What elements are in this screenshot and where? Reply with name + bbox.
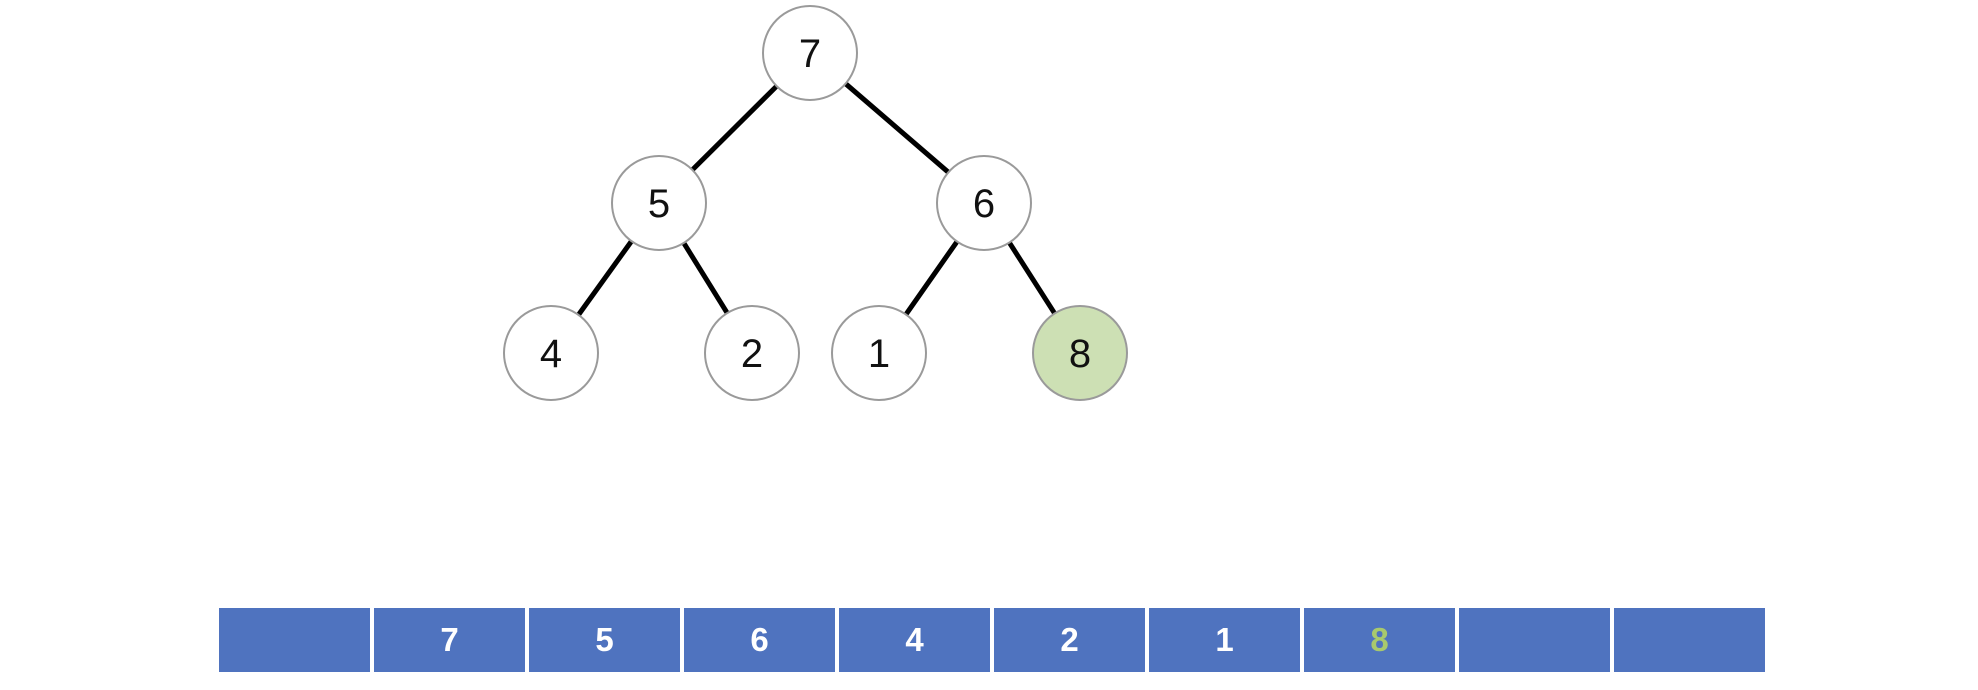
tree-edge (843, 81, 951, 175)
tree-node-label: 2 (741, 332, 763, 376)
array-cell[interactable]: 6 (684, 608, 835, 672)
tree-edge (690, 84, 779, 172)
tree-node-label: 8 (1069, 332, 1091, 376)
tree-node-circle[interactable] (704, 305, 800, 401)
array-cell[interactable]: 5 (529, 608, 680, 672)
tree-node-label: 4 (540, 332, 562, 376)
tree-node-label: 7 (799, 32, 821, 76)
array-cell[interactable]: 2 (994, 608, 1145, 672)
tree-edge (903, 240, 960, 316)
tree-node[interactable]: 8 (1032, 305, 1128, 401)
tree-node-label: 5 (648, 182, 670, 226)
tree-node-circle[interactable] (831, 305, 927, 401)
tree-node-label: 1 (868, 332, 890, 376)
tree-edge (576, 239, 634, 317)
tree-edge-layer (576, 81, 1057, 317)
array-cell[interactable]: 8 (1304, 608, 1455, 672)
tree-edge (681, 241, 730, 315)
tree-edge (1007, 241, 1057, 315)
tree-node-circle[interactable] (936, 155, 1032, 251)
tree-node[interactable]: 5 (611, 155, 707, 251)
tree-node-layer: 7 5 6 4 2 1 8 (503, 5, 1128, 401)
tree-node-circle[interactable] (503, 305, 599, 401)
tree-node[interactable]: 7 (762, 5, 858, 101)
array-cell[interactable]: 1 (1149, 608, 1300, 672)
tree-node[interactable]: 6 (936, 155, 1032, 251)
tree-node-circle-highlighted[interactable] (1032, 305, 1128, 401)
tree-node-circle[interactable] (762, 5, 858, 101)
tree-node-circle[interactable] (611, 155, 707, 251)
array-cell[interactable]: 4 (839, 608, 990, 672)
tree-node[interactable]: 2 (704, 305, 800, 401)
tree-node[interactable]: 4 (503, 305, 599, 401)
heap-tree-diagram: 7 5 6 4 2 1 8 (503, 5, 1128, 401)
array-cell[interactable] (219, 608, 370, 672)
tree-node-label: 6 (973, 182, 995, 226)
array-cell[interactable] (1614, 608, 1765, 672)
array-cell[interactable]: 7 (374, 608, 525, 672)
tree-node[interactable]: 1 (831, 305, 927, 401)
array-cell[interactable] (1459, 608, 1610, 672)
